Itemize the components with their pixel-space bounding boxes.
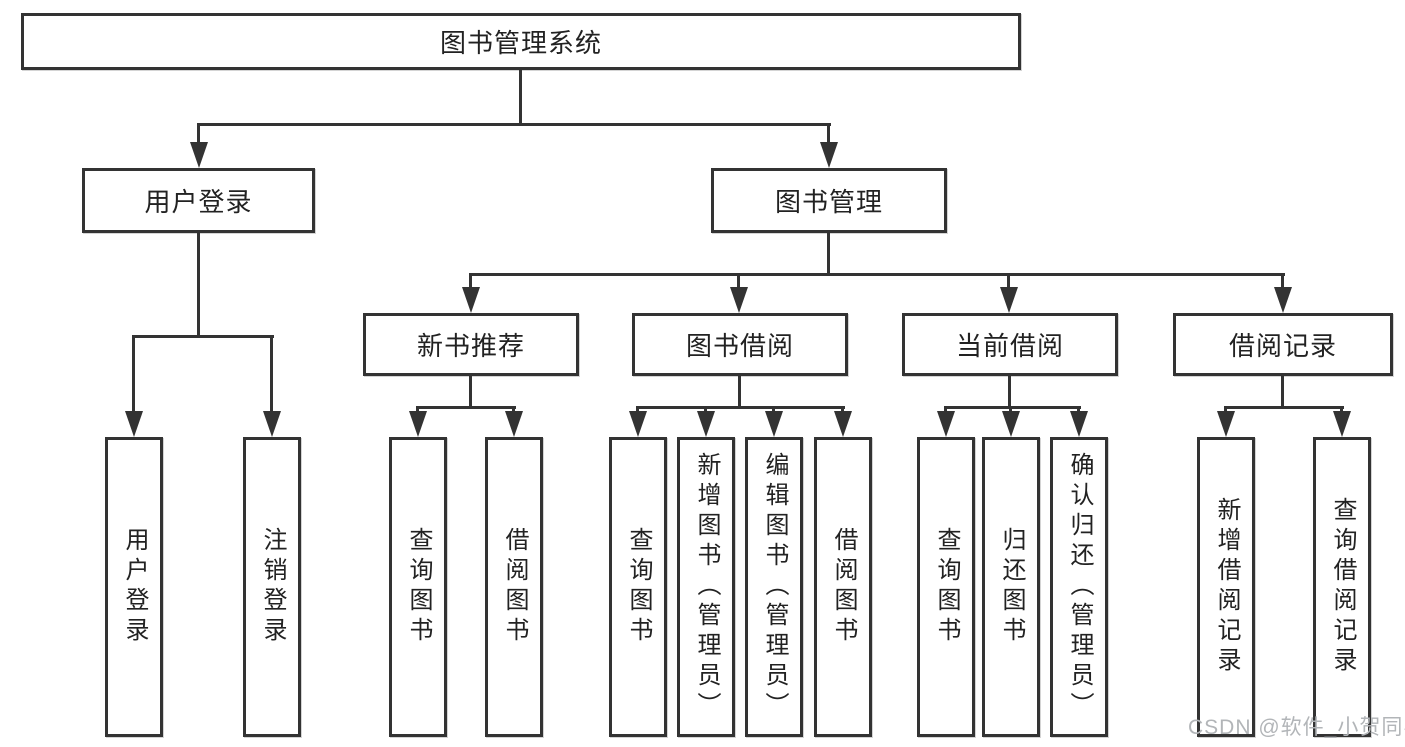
- leaf-current-query-books: 查询图书: [917, 437, 975, 737]
- node-root: 图书管理系统: [21, 13, 1021, 70]
- connector-line: [197, 123, 831, 126]
- connector-line: [944, 406, 947, 415]
- node-user-login-label: 用户登录: [144, 187, 253, 217]
- node-borrowing-records-label: 借阅记录: [1228, 331, 1337, 361]
- connector-line: [827, 233, 830, 275]
- leaf-borrow-add-books-admin-label: 新增图书（管理员）: [693, 452, 720, 722]
- arrowhead-down-icon: [937, 411, 955, 437]
- connector-line: [270, 335, 273, 413]
- leaf-current-return-books-label: 归还图书: [998, 527, 1025, 647]
- connector-line: [704, 406, 707, 415]
- connector-line: [1009, 406, 1012, 415]
- connector-line: [519, 70, 522, 123]
- leaf-borrow-edit-books-admin-label: 编辑图书（管理员）: [761, 452, 788, 722]
- connector-line: [636, 406, 845, 409]
- arrowhead-down-icon: [1000, 287, 1018, 313]
- node-current-borrowing: 当前借阅: [902, 313, 1118, 376]
- connector-line: [132, 335, 135, 413]
- arrowhead-down-icon: [190, 142, 208, 168]
- leaf-current-confirm-return-admin: 确认归还（管理员）: [1050, 437, 1108, 737]
- connector-line: [469, 273, 472, 289]
- connector-line: [1224, 406, 1227, 415]
- node-new-book-recommend-label: 新书推荐: [416, 331, 525, 361]
- connector-line: [512, 406, 515, 415]
- leaf-borrow-add-books-admin: 新增图书（管理员）: [677, 437, 735, 737]
- connector-line: [416, 406, 419, 415]
- leaf-borrow-borrow-books: 借阅图书: [814, 437, 872, 737]
- leaf-newrec-borrow-books: 借阅图书: [485, 437, 543, 737]
- connector-line: [469, 376, 472, 408]
- arrowhead-down-icon: [1274, 287, 1292, 313]
- arrowhead-down-icon: [1217, 411, 1235, 437]
- leaf-current-query-books-label: 查询图书: [933, 527, 960, 647]
- node-new-book-recommend: 新书推荐: [363, 313, 579, 376]
- leaf-records-add-record: 新增借阅记录: [1197, 437, 1255, 737]
- arrowhead-down-icon: [1333, 411, 1351, 437]
- arrowhead-down-icon: [263, 411, 281, 437]
- arrowhead-down-icon: [765, 411, 783, 437]
- leaf-records-query-record-label: 查询借阅记录: [1329, 497, 1356, 677]
- connector-line: [1281, 376, 1284, 408]
- connector-line: [1077, 406, 1080, 415]
- arrowhead-down-icon: [820, 142, 838, 168]
- connector-line: [1224, 406, 1344, 409]
- leaf-newrec-borrow-books-label: 借阅图书: [501, 527, 528, 647]
- leaf-records-query-record: 查询借阅记录: [1313, 437, 1371, 737]
- leaf-borrow-query-books-label: 查询图书: [625, 527, 652, 647]
- connector-line: [1007, 273, 1010, 289]
- connector-line: [772, 406, 775, 415]
- connector-line: [416, 406, 516, 409]
- node-book-borrowing: 图书借阅: [632, 313, 848, 376]
- leaf-records-add-record-label: 新增借阅记录: [1213, 497, 1240, 677]
- arrowhead-down-icon: [1070, 411, 1088, 437]
- leaf-newrec-query-books: 查询图书: [389, 437, 447, 737]
- connector-line: [1281, 273, 1284, 289]
- leaf-current-return-books: 归还图书: [982, 437, 1040, 737]
- connector-line: [827, 123, 830, 147]
- connector-line: [197, 123, 200, 147]
- connector-line: [636, 406, 639, 415]
- leaf-logout-label: 注销登录: [259, 527, 286, 647]
- arrowhead-down-icon: [125, 411, 143, 437]
- leaf-newrec-query-books-label: 查询图书: [405, 527, 432, 647]
- connector-line: [197, 233, 200, 335]
- leaf-user-login-label: 用户登录: [121, 527, 148, 647]
- connector-line: [469, 273, 1285, 276]
- watermark-text: CSDN @软件_小贺同学: [1188, 716, 1405, 739]
- leaf-borrow-query-books: 查询图书: [609, 437, 667, 737]
- connector-line: [1340, 406, 1343, 415]
- node-current-borrowing-label: 当前借阅: [955, 331, 1064, 361]
- arrowhead-down-icon: [697, 411, 715, 437]
- node-borrowing-records: 借阅记录: [1173, 313, 1393, 376]
- node-book-management: 图书管理: [711, 168, 947, 233]
- connector-line: [738, 376, 741, 408]
- arrowhead-down-icon: [462, 287, 480, 313]
- connector-line: [132, 335, 274, 338]
- arrowhead-down-icon: [409, 411, 427, 437]
- leaf-borrow-edit-books-admin: 编辑图书（管理员）: [745, 437, 803, 737]
- connector-line: [841, 406, 844, 415]
- arrowhead-down-icon: [505, 411, 523, 437]
- connector-line: [944, 406, 1081, 409]
- arrowhead-down-icon: [730, 287, 748, 313]
- leaf-current-confirm-return-admin-label: 确认归还（管理员）: [1066, 452, 1093, 722]
- node-book-management-label: 图书管理: [774, 187, 883, 217]
- node-root-label: 图书管理系统: [439, 28, 602, 58]
- node-user-login: 用户登录: [82, 168, 315, 233]
- arrowhead-down-icon: [834, 411, 852, 437]
- leaf-user-login: 用户登录: [105, 437, 163, 737]
- arrowhead-down-icon: [1002, 411, 1020, 437]
- leaf-borrow-borrow-books-label: 借阅图书: [830, 527, 857, 647]
- arrowhead-down-icon: [629, 411, 647, 437]
- node-book-borrowing-label: 图书借阅: [685, 331, 794, 361]
- connector-line: [1008, 376, 1011, 408]
- connector-line: [737, 273, 740, 289]
- leaf-logout: 注销登录: [243, 437, 301, 737]
